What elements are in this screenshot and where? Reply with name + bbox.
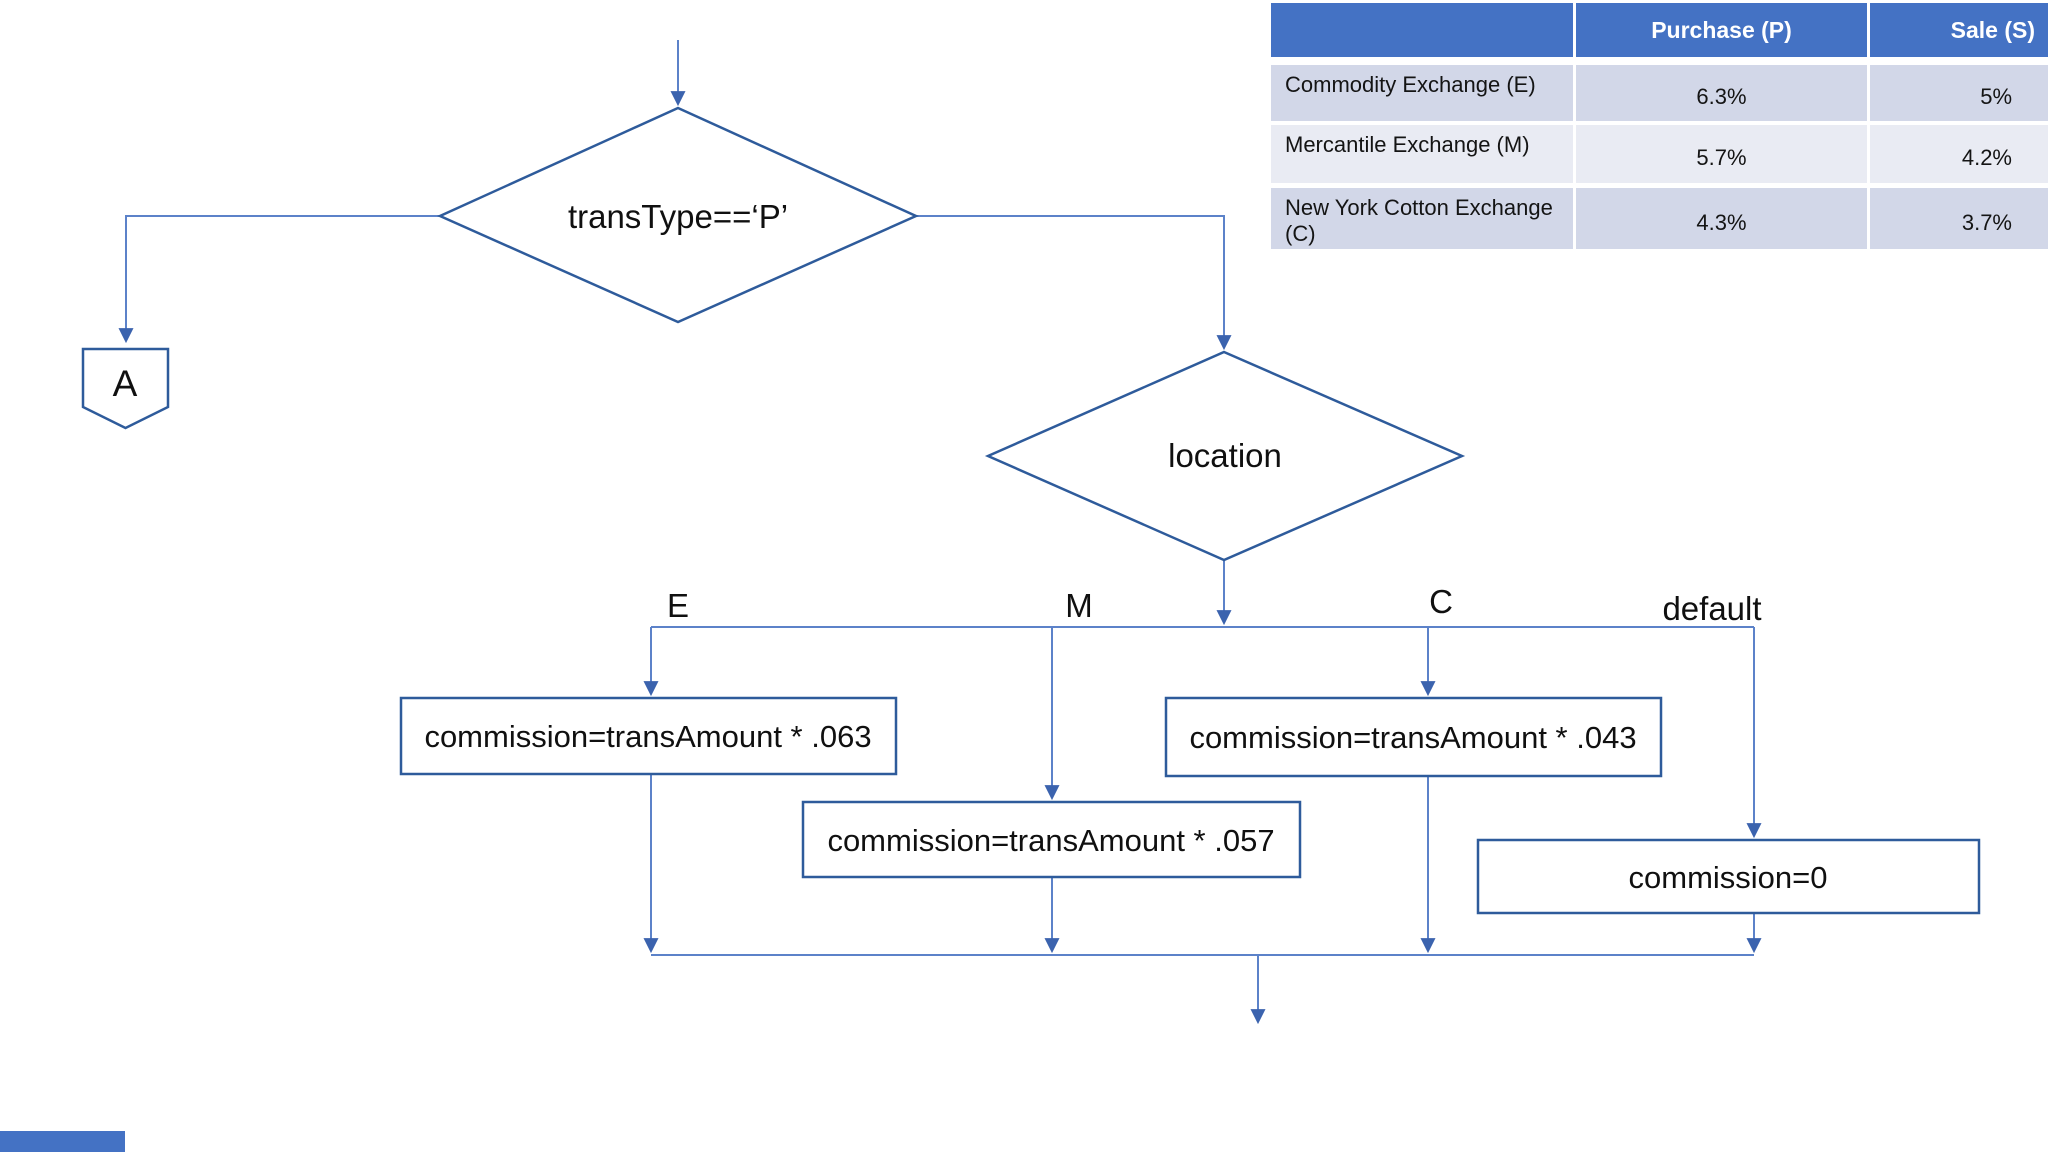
table-row: New York Cotton Exchange (C) 4.3% 3.7% (1271, 188, 2048, 249)
decision-location-label: location (1168, 437, 1282, 474)
connector-decision1-to-location (916, 215, 1232, 351)
process-box-m (801, 800, 1302, 879)
process-default-label: commission=0 (1629, 860, 1828, 895)
table-cell-exchange-name: New York Cotton Exchange (C) (1271, 188, 1573, 249)
table-cell-sale-rate: 3.7% (1870, 188, 2048, 249)
offpage-connector-a-label: A (113, 363, 138, 404)
table-cell-purchase-rate: 6.3% (1576, 65, 1867, 121)
process-box-default (1476, 838, 1981, 915)
decision-location-diamond (984, 350, 1466, 562)
branch-label-m: M (1065, 587, 1093, 624)
process-box-c (1164, 696, 1663, 778)
table-header-blank (1271, 3, 1573, 57)
table-row: Commodity Exchange (E) 6.3% 5% (1271, 65, 2048, 121)
connector-decision1-to-a (118, 215, 440, 344)
branch-label-e: E (667, 587, 689, 624)
offpage-connector-a-shape (81, 347, 170, 430)
branch-label-default: default (1662, 590, 1761, 627)
table-header-row: Purchase (P) Sale (S) (1271, 3, 2048, 57)
process-e-label: commission=transAmount * .063 (424, 719, 871, 754)
table-row: Mercantile Exchange (M) 5.7% 4.2% (1271, 125, 2048, 183)
table-cell-exchange-name: Commodity Exchange (E) (1271, 65, 1573, 121)
table-header-purchase: Purchase (P) (1576, 3, 1867, 57)
table-cell-purchase-rate: 4.3% (1576, 188, 1867, 249)
table-header-sale: Sale (S) (1870, 3, 2048, 57)
slide-corner-accent (0, 1131, 125, 1152)
table-cell-purchase-rate: 5.7% (1576, 125, 1867, 183)
commission-rate-table: Purchase (P) Sale (S) Commodity Exchange… (1271, 3, 2048, 249)
process-m-label: commission=transAmount * .057 (827, 823, 1274, 858)
decision-transtype-label: transType==‘P’ (568, 198, 788, 235)
process-box-e (399, 696, 898, 776)
decision-transtype-diamond (436, 106, 920, 324)
process-c-label: commission=transAmount * .043 (1189, 720, 1636, 755)
branch-label-c: C (1429, 583, 1453, 620)
table-cell-sale-rate: 4.2% (1870, 125, 2048, 183)
table-cell-sale-rate: 5% (1870, 65, 2048, 121)
table-cell-exchange-name: Mercantile Exchange (M) (1271, 125, 1573, 183)
